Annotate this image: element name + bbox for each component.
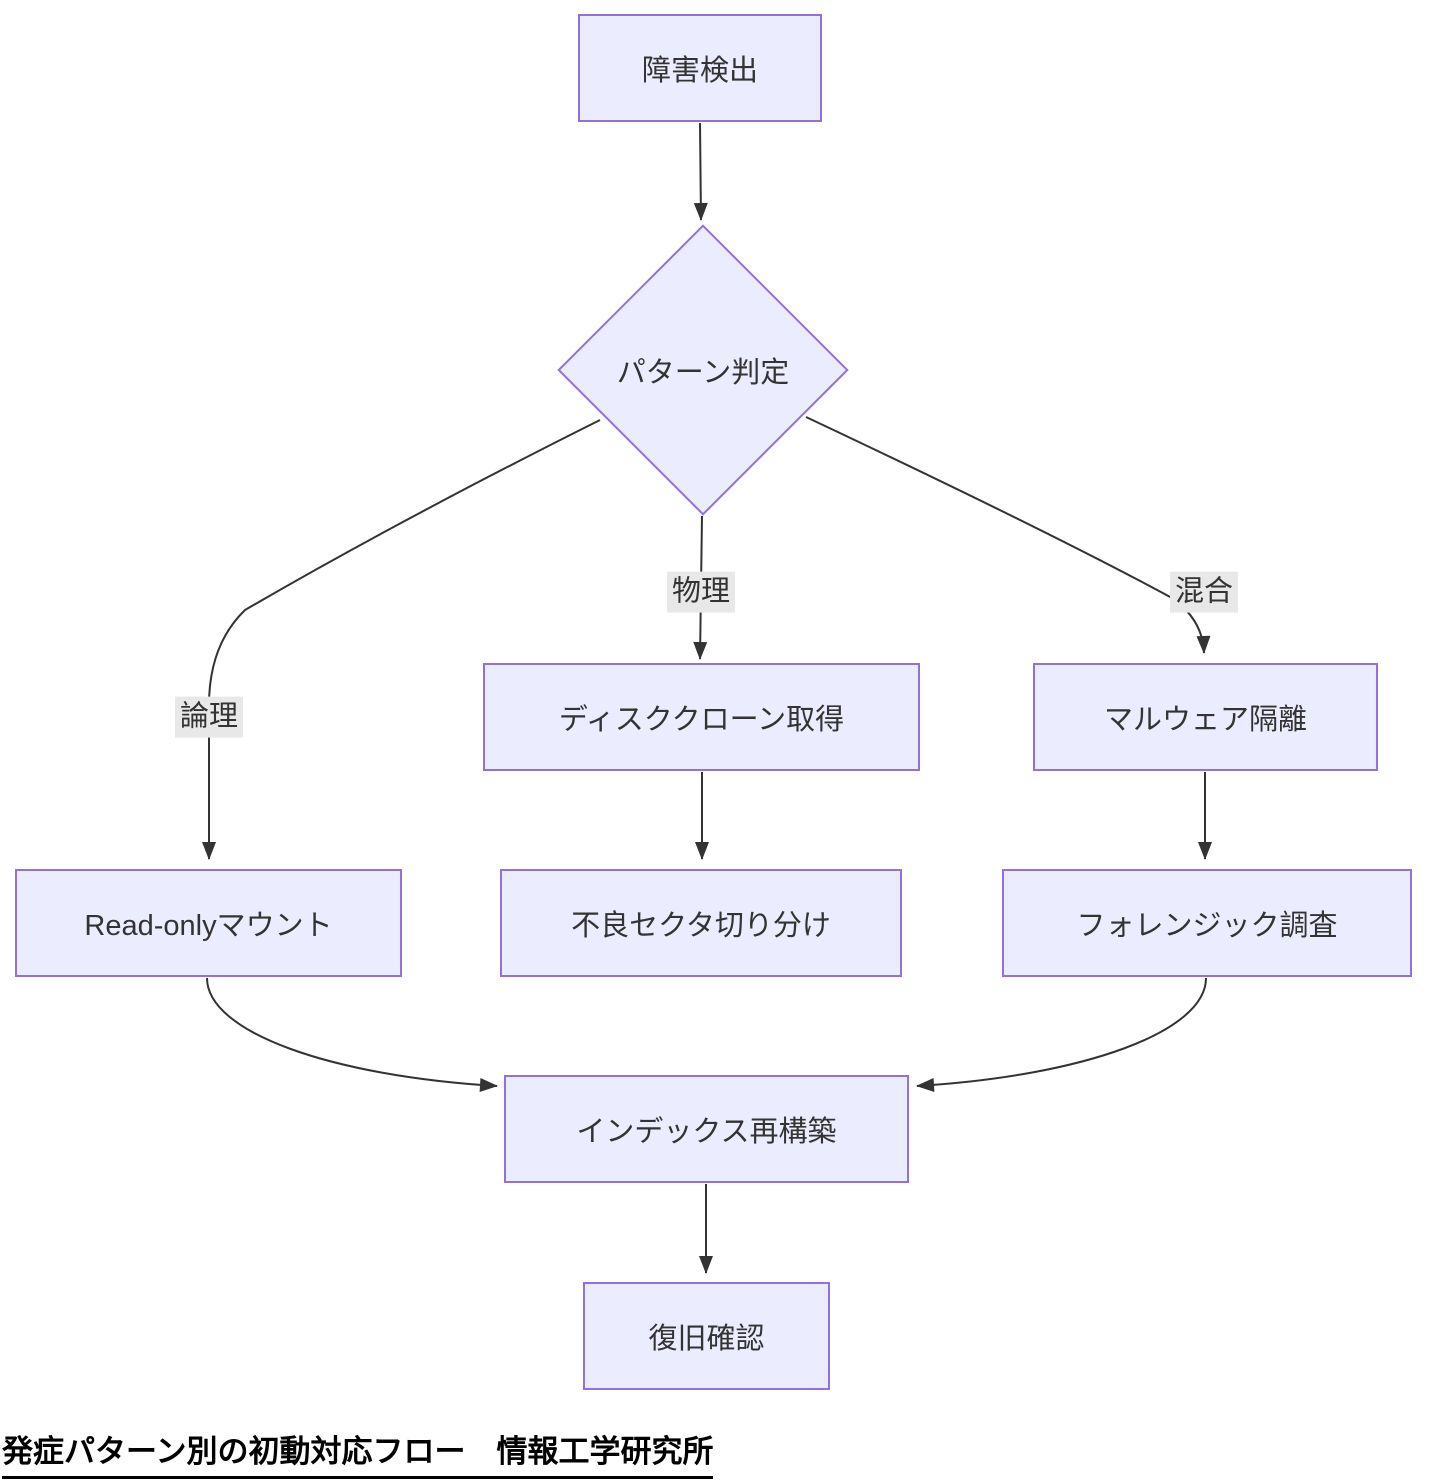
node-readonly-mount-label: Read-onlyマウント (84, 910, 333, 942)
node-readonly-mount: Read-onlyマウント (15, 869, 402, 977)
edge-judge-to-malware (805, 416, 1211, 654)
node-disk-clone-label: ディスククローン取得 (558, 704, 845, 736)
node-bad-sector-triage: 不良セクタ切り分け (500, 869, 902, 977)
caption-text: 発症パターン別の初動対応フロー 情報工学研究所 (2, 1426, 714, 1479)
edge-readonly-to-index (206, 977, 498, 1092)
edge-label-logical: 論理 (174, 696, 244, 738)
caption: 発症パターン別の初動対応フロー 情報工学研究所 (2, 1426, 714, 1479)
node-forensic-investigation: フォレンジック調査 (1002, 869, 1412, 977)
node-forensic-investigation-label: フォレンジック調査 (1076, 910, 1338, 942)
edge-judge-to-readonly (202, 419, 601, 860)
node-recovery-check-label: 復旧確認 (648, 1323, 765, 1355)
node-pattern-judge-label: パターン判定 (616, 357, 790, 389)
node-fault-detect: 障害検出 (578, 14, 822, 122)
node-index-rebuild: インデックス再構築 (504, 1075, 909, 1183)
node-pattern-judge: パターン判定 (555, 224, 851, 516)
node-bad-sector-triage-label: 不良セクタ切り分け (571, 910, 831, 942)
edge-forensic-to-index (916, 977, 1207, 1092)
node-fault-detect-label: 障害検出 (641, 55, 758, 87)
edge-label-mixed: 混合 (1169, 571, 1239, 613)
node-disk-clone: ディスククローン取得 (483, 663, 920, 771)
node-recovery-check: 復旧確認 (583, 1282, 830, 1390)
edge-label-physical: 物理 (666, 571, 736, 613)
node-malware-isolate-label: マルウェア隔離 (1103, 704, 1307, 736)
node-index-rebuild-label: インデックス再構築 (576, 1116, 837, 1148)
edge-detect-to-judge (693, 122, 708, 221)
node-malware-isolate: マルウェア隔離 (1033, 663, 1378, 771)
